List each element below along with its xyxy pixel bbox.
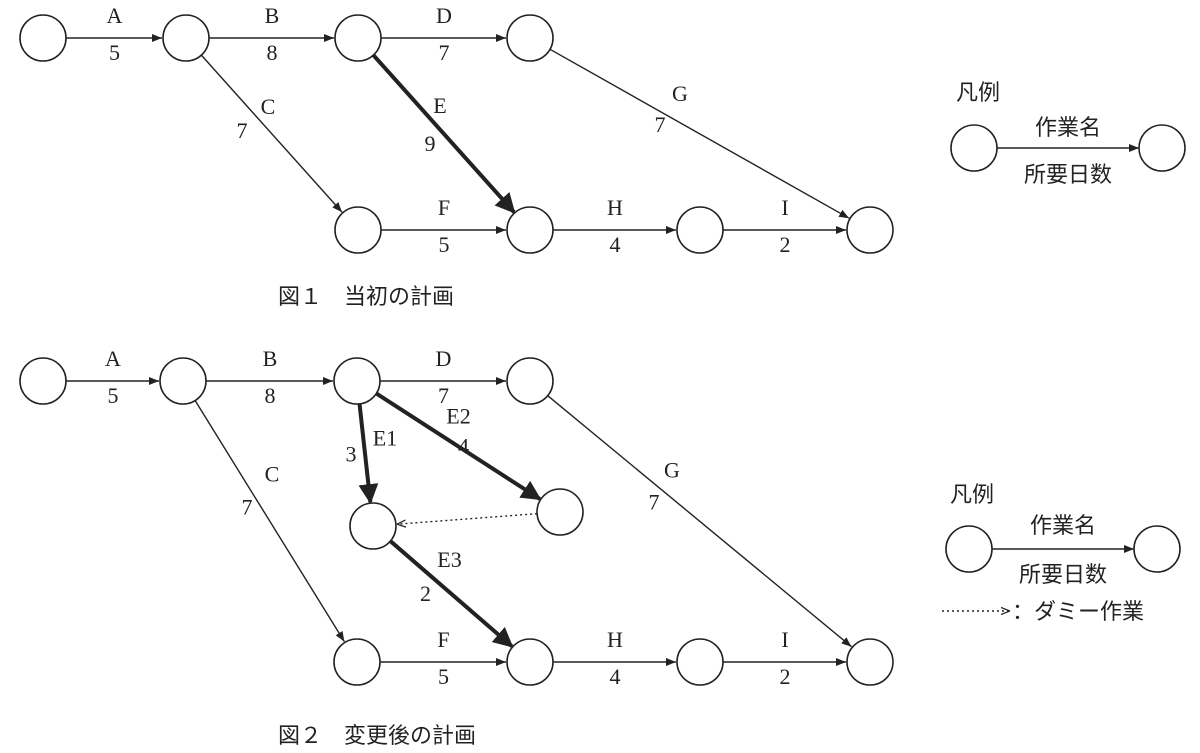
event-node xyxy=(19,357,67,405)
legend-1: 凡例 作業名 所要日数 xyxy=(950,81,1186,188)
activity-name-label: H xyxy=(607,195,623,220)
activity-name-label: C xyxy=(265,462,280,487)
activity-arrow-e xyxy=(371,53,516,214)
activity-duration-label: 2 xyxy=(420,581,431,606)
activity-name-label: B xyxy=(263,346,278,371)
event-node xyxy=(846,206,894,254)
activity-name-label: D xyxy=(436,346,452,371)
figure-1-caption: 図１ 当初の計画 xyxy=(278,285,454,310)
activity-name-label: C xyxy=(261,94,276,119)
legend-1-title: 凡例 xyxy=(956,81,1000,106)
activity-duration-label: 2 xyxy=(780,664,791,689)
activity-arrow-e3 xyxy=(389,539,514,648)
event-node xyxy=(676,638,724,686)
activity-duration-label: 8 xyxy=(267,40,278,65)
activity-name-label: E xyxy=(433,93,446,118)
figure-2-caption: 図２ 変更後の計画 xyxy=(278,724,476,749)
activity-name-label: E3 xyxy=(437,547,461,572)
event-node xyxy=(334,206,382,254)
activity-duration-label: 5 xyxy=(109,40,120,65)
figure-2-nodes xyxy=(19,357,894,686)
figure-1-nodes xyxy=(19,14,894,254)
activity-duration-label: 4 xyxy=(610,664,621,689)
activity-name-label: E2 xyxy=(446,404,470,429)
activity-name-label: H xyxy=(607,627,623,652)
event-node xyxy=(536,488,584,536)
activity-duration-label: 7 xyxy=(438,383,449,408)
event-node xyxy=(333,638,381,686)
event-node xyxy=(333,357,381,405)
event-node xyxy=(349,502,397,550)
event-node xyxy=(506,357,554,405)
legend-2-duration: 所要日数 xyxy=(1019,563,1107,588)
activity-arrow-e1 xyxy=(357,403,379,505)
activity-duration-label: 2 xyxy=(780,232,791,257)
activity-name-label: G xyxy=(672,81,688,106)
legend-1-task-name: 作業名 xyxy=(1035,116,1101,141)
activity-duration-label: 4 xyxy=(610,232,621,257)
activity-duration-label: 7 xyxy=(439,40,450,65)
activity-duration-label: 7 xyxy=(649,490,660,515)
activity-arrow-c xyxy=(194,400,345,642)
activity-duration-label: 8 xyxy=(265,383,276,408)
activity-name-label: I xyxy=(781,195,788,220)
activity-duration-label: 5 xyxy=(438,664,449,689)
legend-2-start-node xyxy=(945,525,993,573)
activity-duration-label: 9 xyxy=(425,131,436,156)
activity-name-label: G xyxy=(664,458,680,483)
activity-name-label: F xyxy=(438,195,450,220)
event-node xyxy=(676,206,724,254)
activity-name-label: A xyxy=(107,3,123,28)
activity-arrow-c xyxy=(200,54,343,213)
activity-arrow-g xyxy=(547,395,852,648)
event-node xyxy=(846,638,894,686)
legend-1-end-node xyxy=(1138,124,1186,172)
event-node xyxy=(162,14,210,62)
event-node xyxy=(506,206,554,254)
event-node xyxy=(506,14,554,62)
activity-name-label: D xyxy=(436,3,452,28)
event-node xyxy=(19,14,67,62)
dummy-activity-arrow xyxy=(397,513,538,524)
legend-1-duration: 所要日数 xyxy=(1024,163,1112,188)
legend-2: 凡例 作業名 所要日数 ：ダミー作業 xyxy=(942,483,1181,625)
activity-name-label: F xyxy=(437,627,449,652)
activity-duration-label: 5 xyxy=(108,383,119,408)
activity-arrow-e2 xyxy=(375,391,542,501)
event-node xyxy=(506,638,554,686)
activity-duration-label: 4 xyxy=(458,434,469,459)
activity-arrow-g xyxy=(549,48,850,219)
legend-2-end-node xyxy=(1133,525,1181,573)
activity-name-label: E1 xyxy=(373,426,397,451)
legend-2-title: 凡例 xyxy=(950,483,994,508)
activity-duration-label: 7 xyxy=(237,118,248,143)
legend-1-start-node xyxy=(950,124,998,172)
event-node xyxy=(159,357,207,405)
activity-name-label: A xyxy=(105,346,121,371)
activity-duration-label: 7 xyxy=(242,495,253,520)
legend-2-task-name: 作業名 xyxy=(1030,514,1096,539)
activity-duration-label: 7 xyxy=(655,112,666,137)
legend-2-dummy-label: ：ダミー作業 xyxy=(1012,600,1144,625)
activity-duration-label: 5 xyxy=(439,232,450,257)
event-node xyxy=(334,14,382,62)
activity-name-label: B xyxy=(265,3,280,28)
activity-name-label: I xyxy=(781,627,788,652)
activity-duration-label: 3 xyxy=(346,442,357,467)
